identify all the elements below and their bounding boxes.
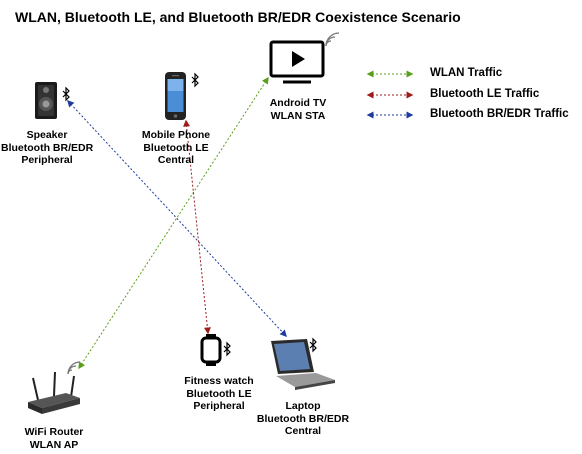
mobile-phone-label: Mobile Phone Bluetooth LE Central <box>141 129 211 166</box>
bluetooth-icon <box>191 73 199 87</box>
diagram-title: WLAN, Bluetooth LE, and Bluetooth BR/EDR… <box>15 9 461 25</box>
android-tv-icon <box>269 32 340 84</box>
legend-wlan-label: WLAN Traffic <box>430 67 503 79</box>
speaker-icon <box>35 82 57 119</box>
fitness-watch-label: Fitness watch Bluetooth LE Peripheral <box>184 375 254 412</box>
bluetooth-icon <box>223 342 231 356</box>
bluetooth-icon <box>309 338 317 352</box>
speaker-label: Speaker Bluetooth BR/EDR Peripheral <box>1 129 94 166</box>
bluetooth-icon <box>62 87 70 101</box>
bredr-traffic-link <box>67 99 287 338</box>
legend-ble-label: Bluetooth LE Traffic <box>430 88 540 100</box>
legend-bredr-label: Bluetooth BR/EDR Traffic <box>430 108 569 120</box>
mobile-phone-icon <box>165 72 186 120</box>
laptop-icon <box>271 339 335 390</box>
laptop-label: Laptop Bluetooth BR/EDR Central <box>256 400 350 437</box>
wlan-traffic-link <box>78 76 269 370</box>
wifi-router-icon <box>28 361 81 414</box>
android-tv-label: Android TV WLAN STA <box>269 97 327 122</box>
wifi-router-label: WiFi Router WLAN AP <box>24 426 84 451</box>
fitness-watch-icon <box>200 334 222 366</box>
